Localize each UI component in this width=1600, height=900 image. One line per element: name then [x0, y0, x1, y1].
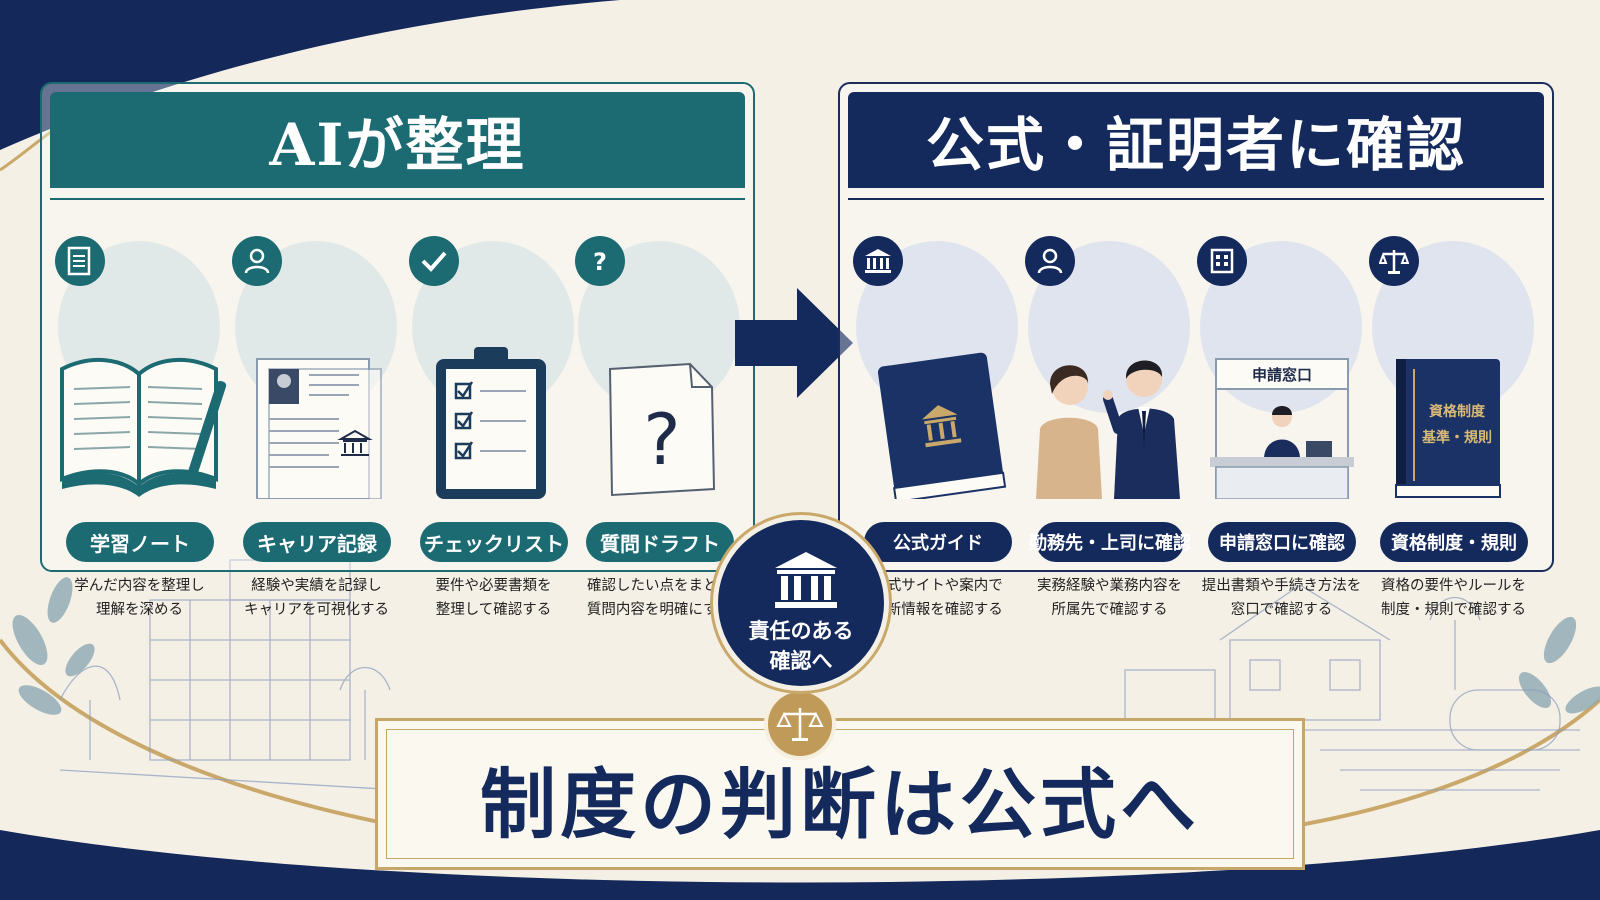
ai-organize-panel: AIが整理 学習ノート 学んだ内容を整理し理解を深める [40, 82, 755, 618]
item-official-guide: 公式ガイド 公式サイトや案内で最新情報を確認する [850, 219, 1025, 618]
label-qualification-rules: 資格制度・規則 [1380, 522, 1528, 562]
institution-icon [775, 552, 837, 608]
desc-ask-supervisor: 実務経験や業務内容を所属先で確認する [1037, 578, 1182, 618]
item-checklist: チェックリスト 要件や必要書類を整理して確認する [406, 219, 581, 618]
label-study-notes: 学習ノート [66, 522, 214, 562]
item-question-draft: ? ? 質問ドラフト 確認したい点をまとめ質問内容を明確にする [572, 219, 747, 618]
supervisor-consultation-illustration [1036, 360, 1180, 499]
counter-illustration [1210, 358, 1354, 499]
badge-text: 責任のある 確認へ [748, 619, 854, 673]
office-building-icon [1197, 236, 1247, 286]
desc-career-record: 経験や実績を記録しキャリアを可視化する [244, 578, 389, 618]
panel-title-official: 公式・証明者に確認 [848, 92, 1544, 188]
desc-question-draft: 確認したい点をまとめ質問内容を明確にする [586, 578, 733, 618]
building-sketch-left [59, 559, 401, 791]
scales-icon [764, 688, 836, 760]
right-arrow-icon [735, 288, 853, 398]
user-icon [1025, 236, 1075, 286]
document-icon [55, 236, 105, 286]
label-career-record: キャリア記録 [243, 522, 391, 562]
item-study-notes: 学習ノート 学んだ内容を整理し理解を深める [52, 219, 227, 618]
desc-qualification-rules: 資格の要件やルールを制度・規則で確認する [1381, 578, 1526, 618]
item-career-record: キャリア記録 経験や実績を記録しキャリアを可視化する [229, 219, 404, 618]
counter-sign: 申請窓口 [1251, 366, 1312, 384]
item-ask-supervisor: 勤務先・上司に確認 実務経験や業務内容を所属先で確認する [1022, 219, 1197, 618]
open-notebook-illustration [60, 357, 227, 497]
label-ask-supervisor: 勤務先・上司に確認 [1029, 522, 1191, 562]
guidebook-illustration [877, 352, 1007, 499]
label-official-guide: 公式ガイド [864, 522, 1012, 562]
svg-text:?: ? [643, 399, 680, 481]
question-icon: ? [575, 236, 625, 286]
item-qualification-rules: 資格制度 基準・規則 資格制度・規則 資格の要件やルールを制度・規則で確認する [1366, 219, 1541, 618]
desc-official-guide: 公式サイトや案内で最新情報を確認する [872, 578, 1003, 618]
label-application-counter: 申請窓口に確認 [1208, 522, 1356, 562]
question-document-illustration: ? [608, 362, 716, 497]
item-application-counter: 申請窓口 申請窓口に確認 提出書類や手続き方法を窓口で確認する [1194, 219, 1369, 618]
official-confirm-panel: 公式・証明者に確認 公式ガイド 公式サイトや案内で最新情報を確認する [838, 82, 1554, 618]
desc-study-notes: 学んだ内容を整理し理解を深める [74, 578, 205, 618]
panel-title-ai: AIが整理 [50, 92, 745, 188]
panel-divider [50, 198, 745, 200]
scales-icon [1369, 236, 1419, 286]
desc-application-counter: 提出書類や手続き方法を窓口で確認する [1201, 578, 1362, 618]
resume-illustration [256, 358, 382, 499]
house-sketch-right [1124, 584, 1580, 791]
conclusion-banner: 制度の判断は公式へ [375, 718, 1305, 870]
institution-icon [853, 236, 903, 286]
rules-book-title: 資格制度 基準・規則 [1422, 404, 1492, 446]
desc-checklist: 要件や必要書類を整理して確認する [435, 578, 552, 618]
label-checklist: チェックリスト [420, 522, 568, 562]
responsible-confirmation-badge: 責任のある 確認へ [713, 515, 889, 691]
banner-title: 制度の判断は公式へ [480, 760, 1200, 849]
clipboard-illustration [436, 347, 546, 499]
panel-divider [848, 198, 1544, 200]
user-icon [232, 236, 282, 286]
check-icon [409, 236, 459, 286]
label-question-draft: 質問ドラフト [586, 522, 734, 562]
svg-text:?: ? [593, 248, 607, 276]
leaves-left [12, 577, 95, 715]
rules-book-illustration [1395, 359, 1501, 498]
